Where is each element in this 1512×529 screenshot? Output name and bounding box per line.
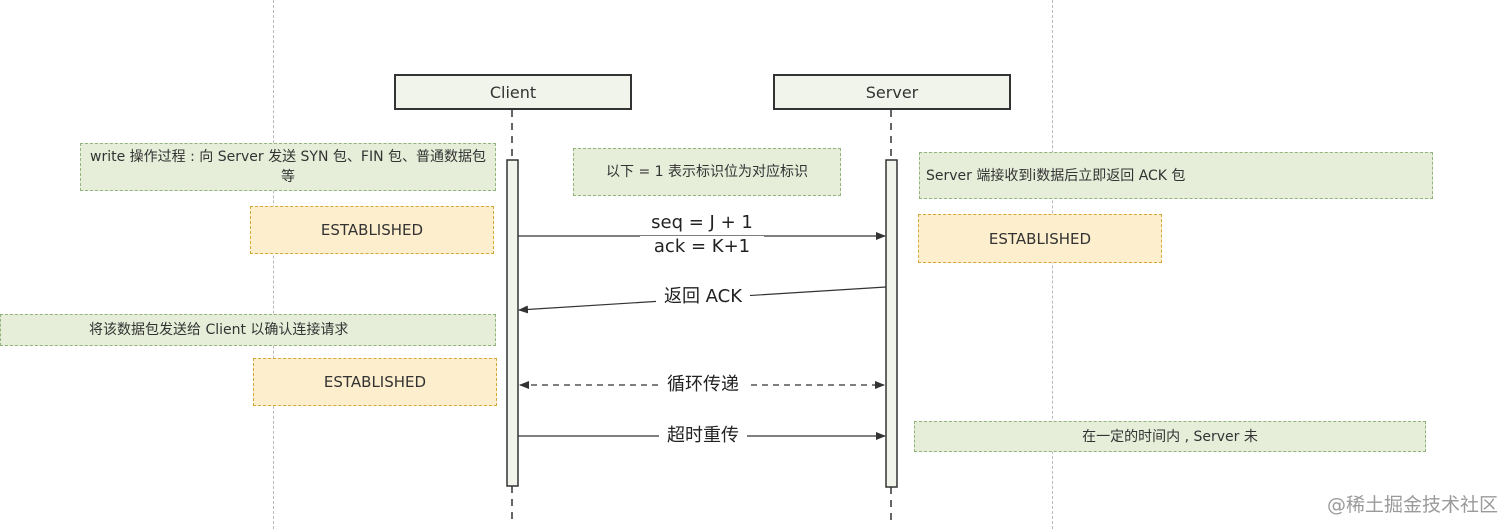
client-write-note: write 操作过程 : 向 Server 发送 SYN 包、FIN 包、普通数…: [80, 143, 496, 191]
guide-line-right: [1052, 0, 1053, 529]
server-actor-box: Server: [773, 74, 1011, 110]
client-established-state-2-text: ESTABLISHED: [323, 373, 427, 391]
client-actor-box: Client: [394, 74, 632, 110]
server-timeout-note: 在一定的时间内 , Server 未: [914, 421, 1426, 452]
retransmit-label: 超时重传: [659, 425, 747, 447]
client-confirm-note-text: 将该数据包发送给 Client 以确认连接请求: [89, 322, 349, 338]
server-ack-note: Server 端接收到i数据后立即返回 ACK 包: [919, 152, 1433, 199]
server-established-state-text: ESTABLISHED: [988, 229, 1092, 248]
server-actor-label: Server: [865, 82, 919, 102]
client-activation-bar: [506, 159, 519, 487]
loop-label: 循环传递: [659, 374, 747, 396]
client-confirm-note: 将该数据包发送给 Client 以确认连接请求: [0, 314, 496, 346]
server-timeout-note-text: 在一定的时间内 , Server 未: [1082, 428, 1258, 445]
client-established-state-2: ESTABLISHED: [253, 358, 497, 406]
seq-label: seq = J + 1: [640, 212, 764, 234]
client-write-note-text: write 操作过程 : 向 Server 发送 SYN 包、FIN 包、普通数…: [90, 149, 486, 185]
client-actor-label: Client: [489, 82, 537, 102]
client-established-state-1: ESTABLISHED: [250, 206, 494, 254]
server-established-state: ESTABLISHED: [918, 214, 1162, 263]
return-ack-label: 返回 ACK: [656, 286, 750, 308]
server-activation-bar: [885, 159, 898, 488]
ack-label: ack = K+1: [640, 236, 764, 258]
flag-meaning-note: 以下 = 1 表示标识位为对应标识: [573, 148, 841, 196]
server-ack-note-text: Server 端接收到i数据后立即返回 ACK 包: [926, 167, 1186, 184]
watermark-text: @稀土掘金技术社区: [1326, 494, 1498, 516]
client-established-state-1-text: ESTABLISHED: [320, 221, 424, 239]
guide-line-left: [273, 0, 274, 529]
flag-meaning-note-text: 以下 = 1 表示标识位为对应标识: [606, 164, 808, 180]
